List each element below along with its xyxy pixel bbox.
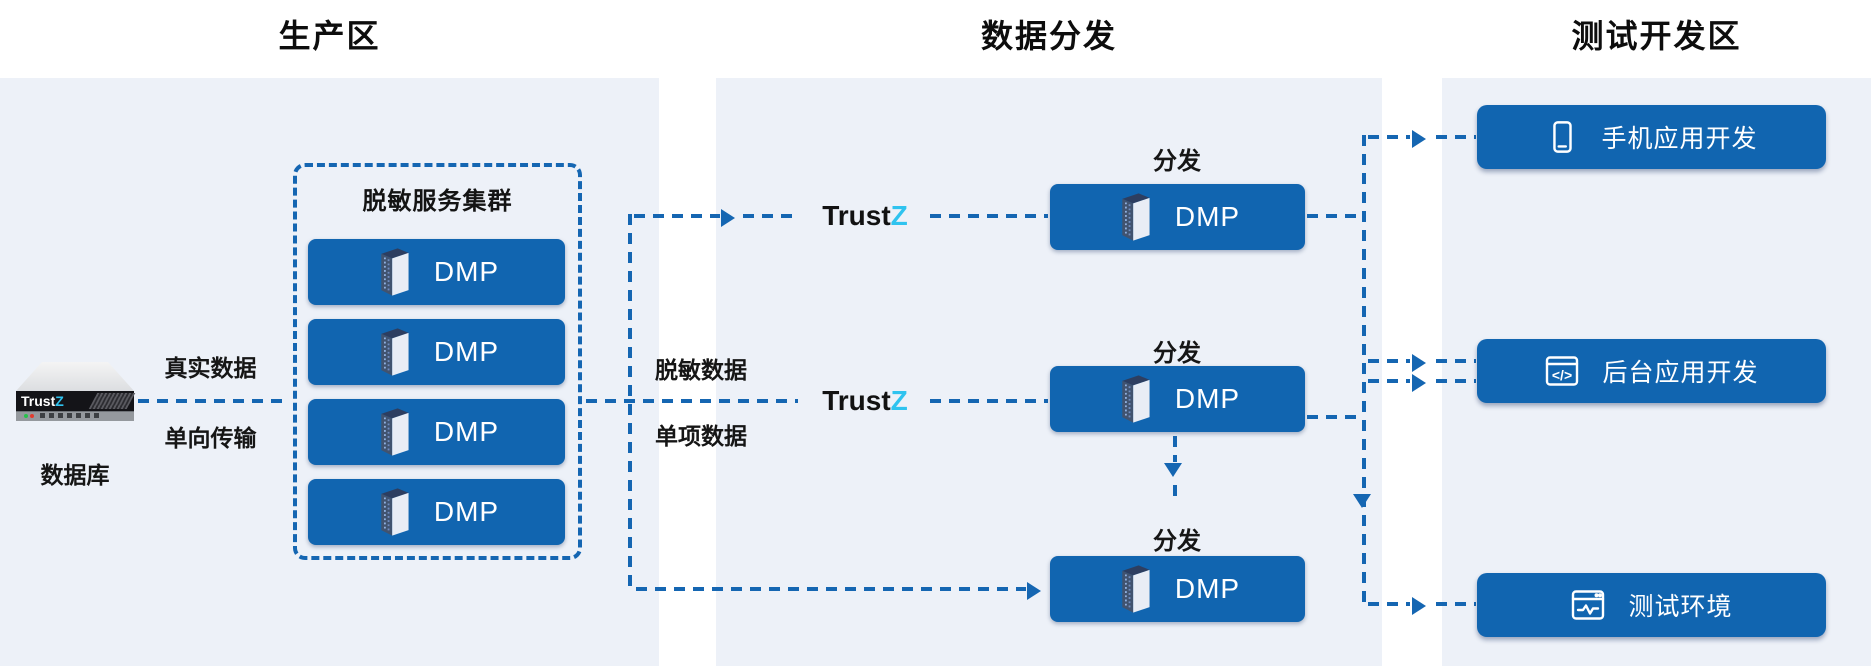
link-to-backend-a xyxy=(1368,359,1410,363)
link-row2-b xyxy=(930,399,1048,403)
distribution-dmp-node: DMP xyxy=(1050,184,1305,250)
single-data-label: 单项数据 xyxy=(655,423,747,449)
arrowhead-right xyxy=(1027,582,1041,600)
arrowhead-right xyxy=(1412,130,1426,148)
appliance-ports xyxy=(40,413,100,418)
link-row1-c xyxy=(930,214,1048,218)
appliance-lid xyxy=(16,362,134,391)
dmp-node-label: DMP xyxy=(433,336,500,367)
appliance-faceplate: TrustZ xyxy=(16,391,136,411)
backend-dev-box: </> 后台应用开发 xyxy=(1477,339,1826,403)
code-icon: </> xyxy=(1546,356,1579,386)
link-dmp2-down-tail xyxy=(1173,485,1177,498)
link-dmp1-exit xyxy=(1307,214,1363,218)
masking-cluster-title: 脱敏服务集群 xyxy=(362,188,513,215)
dmp-node-label: DMP xyxy=(433,496,500,527)
appliance-vent xyxy=(88,393,136,409)
link-to-backend2-b xyxy=(1436,379,1476,383)
link-to-test-a xyxy=(1368,602,1410,606)
server-tower-icon xyxy=(381,328,409,376)
right-trunk-line xyxy=(1362,135,1366,606)
dmp-node-label: DMP xyxy=(1174,383,1241,414)
fanout-label: 分发 xyxy=(1153,528,1201,555)
link-row1-a xyxy=(634,214,720,218)
server-tower-icon xyxy=(1122,375,1150,423)
fanout-label: 分发 xyxy=(1153,148,1201,175)
svg-text:</>: </> xyxy=(1552,367,1572,383)
arrowhead-right xyxy=(721,209,735,227)
arrowhead-down xyxy=(1164,463,1182,477)
cluster-dmp-node: DMP xyxy=(308,479,565,545)
masking-cluster-box xyxy=(293,163,582,560)
cluster-dmp-node: DMP xyxy=(308,399,565,465)
trustz-device-logo: TrustZ xyxy=(21,393,64,409)
link-db-to-cluster xyxy=(138,399,288,403)
link-dmp2-down xyxy=(1173,436,1177,462)
led-green xyxy=(24,414,28,418)
distribution-dmp-node: DMP xyxy=(1050,556,1305,622)
fanout-label: 分发 xyxy=(1153,340,1201,367)
zone-title-testdev: 测试开发区 xyxy=(1571,18,1742,54)
arrowhead-right xyxy=(1412,597,1426,615)
server-tower-icon xyxy=(1122,193,1150,241)
link-row1-b xyxy=(743,214,799,218)
monitor-icon xyxy=(1572,590,1605,620)
zone-title-production: 生产区 xyxy=(278,18,381,54)
dev-box-label: 手机应用开发 xyxy=(1601,125,1758,153)
server-tower-icon xyxy=(381,248,409,296)
server-tower-icon xyxy=(381,488,409,536)
link-row3 xyxy=(636,587,1026,591)
link-to-mobile-b xyxy=(1436,135,1476,139)
masked-data-label: 脱敏数据 xyxy=(655,357,747,383)
arrowhead-right xyxy=(1412,354,1426,372)
database-appliance-icon: TrustZ xyxy=(16,362,136,421)
link-row2-a xyxy=(586,399,798,403)
arrowhead-right xyxy=(1412,374,1426,392)
trustz-gateway-logo: TrustZ xyxy=(822,200,908,231)
test-env-box: 测试环境 xyxy=(1477,573,1826,637)
one-way-label: 单向传输 xyxy=(164,425,257,451)
database-label: 数据库 xyxy=(40,462,110,488)
zone-title-distribution: 数据分发 xyxy=(980,18,1117,54)
dev-box-label: 后台应用开发 xyxy=(1602,359,1759,387)
link-to-backend2-a xyxy=(1368,379,1410,383)
server-tower-icon xyxy=(1122,565,1150,613)
dmp-node-label: DMP xyxy=(1174,201,1241,232)
dmp-node-label: DMP xyxy=(433,416,500,447)
cluster-dmp-node: DMP xyxy=(308,239,565,305)
server-tower-icon xyxy=(381,408,409,456)
cluster-dmp-node: DMP xyxy=(308,319,565,385)
link-to-mobile-a xyxy=(1368,135,1410,139)
trustz-gateway-logo: TrustZ xyxy=(822,385,908,416)
dev-box-label: 测试环境 xyxy=(1628,593,1733,621)
link-dmp2-exit xyxy=(1307,415,1363,419)
real-data-label: 真实数据 xyxy=(164,355,257,381)
led-red xyxy=(30,414,34,418)
link-to-test-b xyxy=(1436,602,1476,606)
mobile-dev-box: 手机应用开发 xyxy=(1477,105,1826,169)
mobile-icon xyxy=(1553,121,1573,153)
link-to-backend-b xyxy=(1436,359,1476,363)
dmp-node-label: DMP xyxy=(433,256,500,287)
arrowhead-down xyxy=(1353,494,1371,508)
dmp-node-label: DMP xyxy=(1174,573,1241,604)
distribution-dmp-node: DMP xyxy=(1050,366,1305,432)
